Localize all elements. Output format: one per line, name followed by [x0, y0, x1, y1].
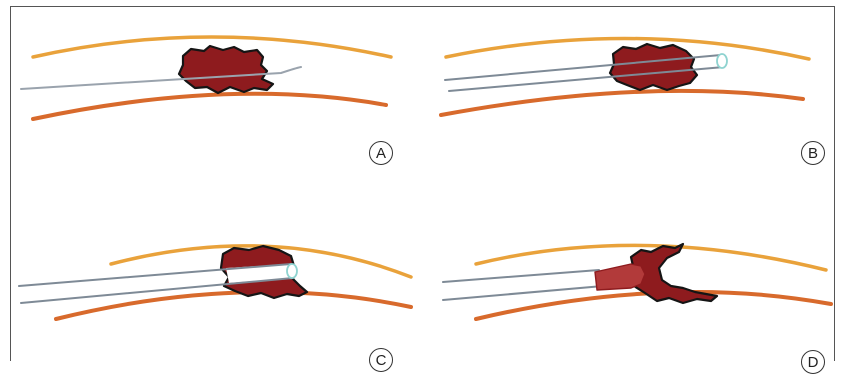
catheter-tip	[717, 54, 727, 68]
catheter	[443, 270, 603, 300]
microcatheter-across-clot-icon	[431, 7, 841, 187]
vessel-inner-wall	[56, 292, 411, 319]
figure-frame: A B C D	[10, 6, 835, 361]
panel-label-b: B	[801, 141, 825, 165]
clot	[610, 44, 697, 90]
catheter-tip	[287, 264, 297, 278]
panel-label-d: D	[801, 350, 825, 374]
aspirated-clot	[595, 264, 645, 290]
panel-b: B	[431, 7, 841, 187]
panel-label-c: C	[369, 348, 393, 372]
clot	[179, 46, 273, 93]
panel-d: D	[431, 182, 841, 362]
clot-aspirated-into-catheter-icon	[431, 182, 841, 362]
vessel-inner-wall	[441, 91, 803, 115]
guidewire-through-clot-icon	[11, 7, 431, 187]
aspiration-catheter-at-clot-icon	[11, 182, 431, 362]
panel-label-a: A	[369, 141, 393, 165]
vessel-inner-wall	[33, 94, 386, 119]
panel-a: A	[11, 7, 431, 187]
panel-c: C	[11, 182, 431, 362]
